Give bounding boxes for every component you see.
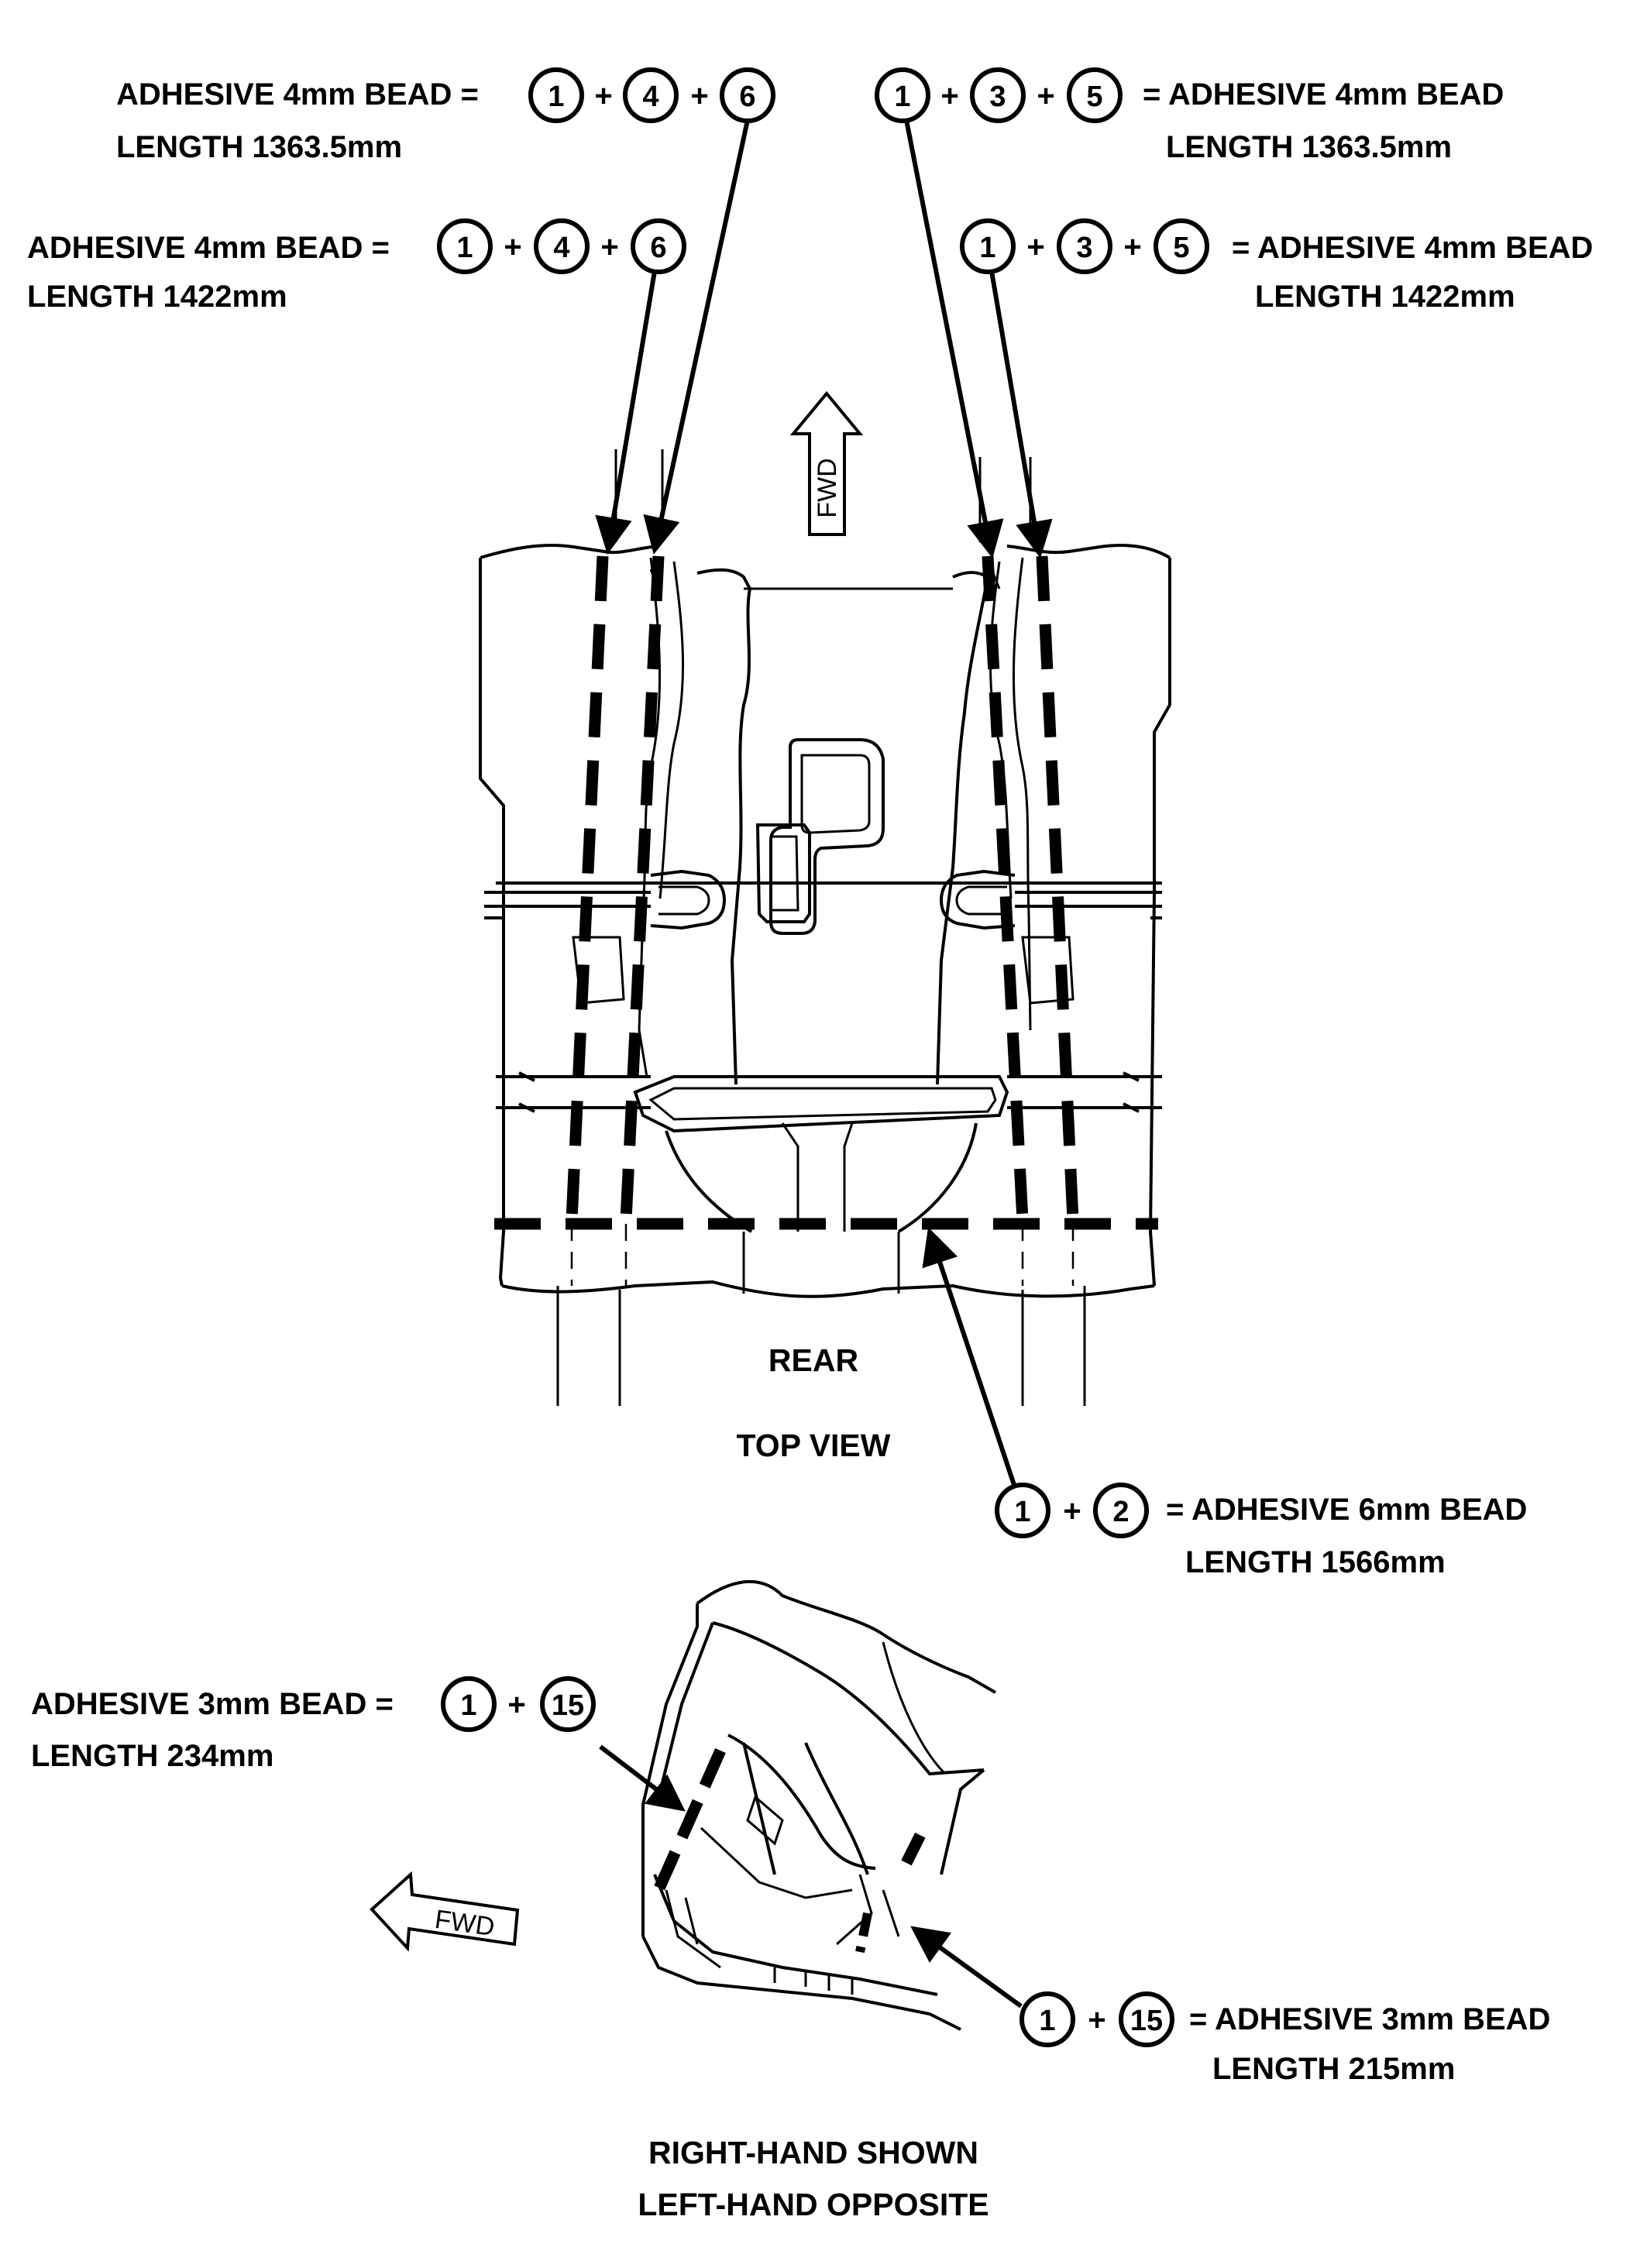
callout-top-left-outer-text: ADHESIVE 4mm BEAD =	[116, 77, 479, 112]
part-number: 3	[989, 81, 1006, 113]
plus-sign: +	[600, 230, 618, 264]
part-circle	[720, 67, 775, 123]
part-circle	[534, 218, 590, 274]
part-circle	[970, 67, 1026, 123]
top-view-fwd-arrow-icon: FWD	[789, 390, 864, 536]
part-circle	[441, 1676, 497, 1732]
plus-sign: +	[1123, 230, 1141, 264]
part-circle	[875, 67, 930, 123]
top-view-title: TOP VIEW	[737, 1428, 891, 1463]
part-number: 1	[460, 1689, 476, 1722]
part-number: 1	[894, 81, 910, 113]
part-circle	[1093, 1483, 1149, 1538]
top-view-fwd-label: FWD	[813, 458, 842, 517]
part-circle	[1154, 218, 1209, 274]
callout-top-left-inner: ADHESIVE 4mm BEAD = LENGTH 1422mm 1 + 4 …	[27, 218, 686, 314]
part-number: 15	[552, 1689, 584, 1722]
callout-top-right-inner: 1 + 3 + 5 = ADHESIVE 4mm BEAD LENGTH 142…	[960, 218, 1593, 314]
part-circle	[631, 218, 686, 274]
part-circle	[540, 1676, 596, 1732]
part-circle	[1057, 218, 1112, 274]
callout-rear-cross-text: = ADHESIVE 6mm BEAD	[1166, 1493, 1527, 1527]
callout-detail-right-length: LENGTH 215mm	[1212, 2052, 1455, 2086]
part-circle	[1067, 67, 1123, 123]
callout-rear-cross: 1 + 2 = ADHESIVE 6mm BEAD LENGTH 1566mm	[995, 1483, 1527, 1579]
part-number: 1	[548, 81, 564, 113]
callout-top-left-outer-length: LENGTH 1363.5mm	[116, 130, 402, 164]
detail-caption-line1: RIGHT-HAND SHOWN	[648, 2135, 978, 2170]
callout-top-right-outer-text: = ADHESIVE 4mm BEAD	[1143, 77, 1504, 112]
callout-detail-left-length: LENGTH 234mm	[31, 1739, 273, 1773]
callout-rear-cross-length: LENGTH 1566mm	[1185, 1545, 1446, 1579]
top-view-adhesive-beads	[494, 555, 1158, 1286]
callout-top-left-outer: ADHESIVE 4mm BEAD = LENGTH 1363.5mm 1 + …	[116, 67, 775, 164]
part-number: 3	[1076, 232, 1092, 264]
plus-sign: +	[1088, 2003, 1105, 2037]
detail-caption-line2: LEFT-HAND OPPOSITE	[638, 2187, 989, 2222]
part-number: 2	[1112, 1496, 1129, 1528]
part-circle	[1119, 1991, 1174, 2047]
callout-detail-right-text: = ADHESIVE 3mm BEAD	[1189, 2002, 1550, 2036]
plus-sign: +	[1026, 230, 1044, 264]
callout-top-right-inner-text: = ADHESIVE 4mm BEAD	[1232, 231, 1593, 265]
detail-view-leader-arrows	[599, 1744, 1023, 2009]
part-circle	[623, 67, 679, 123]
part-number: 6	[650, 232, 666, 264]
plus-sign: +	[1063, 1494, 1081, 1528]
part-circle	[960, 218, 1016, 274]
plus-sign: +	[504, 230, 521, 264]
callout-top-right-outer: 1 + 3 + 5 = ADHESIVE 4mm BEAD LENGTH 136…	[875, 67, 1504, 164]
callout-detail-right: 1 + 15 = ADHESIVE 3mm BEAD LENGTH 215mm	[1019, 1991, 1550, 2086]
plus-sign: +	[1037, 79, 1054, 113]
part-number: 1	[979, 232, 995, 264]
part-circle	[528, 67, 584, 123]
detail-view-fwd-label: FWD	[433, 1905, 497, 1942]
part-number: 5	[1173, 232, 1189, 264]
callout-detail-left: ADHESIVE 3mm BEAD = LENGTH 234mm 1 + 15	[31, 1676, 596, 1773]
part-circle	[995, 1483, 1050, 1538]
callout-top-left-inner-text: ADHESIVE 4mm BEAD =	[27, 231, 390, 265]
plus-sign: +	[940, 79, 958, 113]
detail-view-fwd-arrow-icon: FWD	[370, 1871, 520, 1952]
callout-top-right-outer-length: LENGTH 1363.5mm	[1166, 130, 1452, 164]
detail-view-adhesive-beads	[653, 1747, 931, 1954]
detail-view-pillar	[641, 1579, 996, 2031]
part-number: 6	[739, 81, 755, 113]
callout-top-left-inner-length: LENGTH 1422mm	[27, 280, 287, 314]
plus-sign: +	[594, 79, 612, 113]
part-number: 1	[1039, 2005, 1055, 2037]
part-number: 1	[456, 232, 473, 264]
part-number: 1	[1014, 1496, 1030, 1528]
part-number: 15	[1130, 2005, 1163, 2037]
callout-top-right-inner-length: LENGTH 1422mm	[1255, 280, 1515, 314]
part-number: 4	[642, 81, 658, 113]
part-number: 4	[553, 232, 569, 264]
part-circle	[1019, 1991, 1075, 2047]
part-circle	[437, 218, 493, 274]
part-number: 5	[1086, 81, 1102, 113]
plus-sign: +	[507, 1688, 525, 1722]
top-view-leader-arrows	[595, 119, 1053, 1488]
plus-sign: +	[690, 79, 708, 113]
callout-detail-left-text: ADHESIVE 3mm BEAD =	[31, 1687, 394, 1721]
top-view-rear-label: REAR	[768, 1342, 858, 1378]
